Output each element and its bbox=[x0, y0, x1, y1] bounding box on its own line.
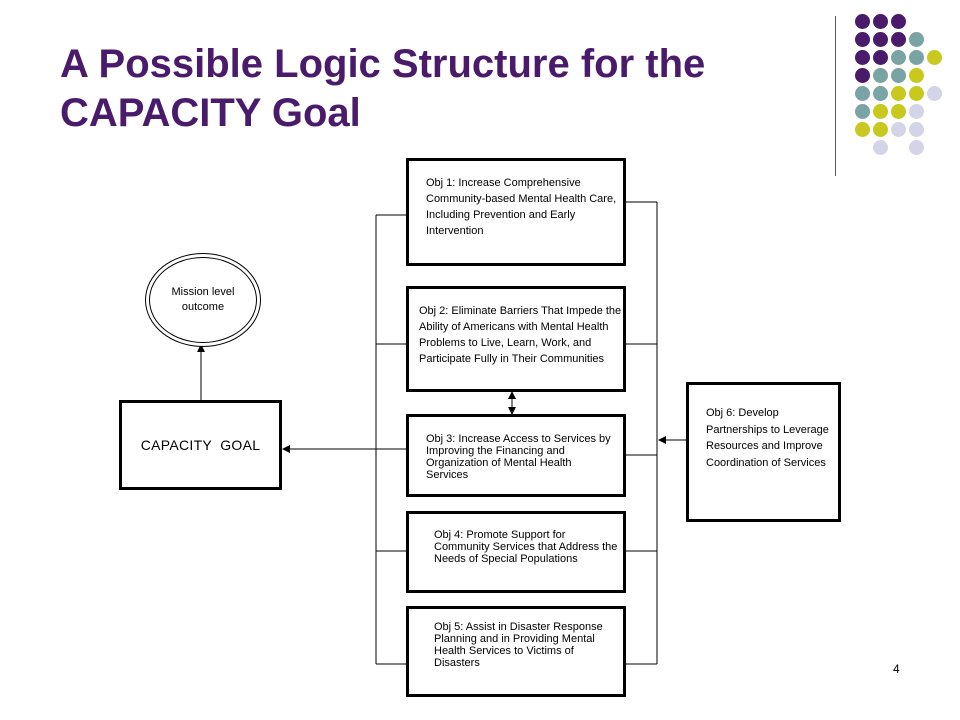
dot bbox=[909, 50, 924, 65]
dot bbox=[909, 32, 924, 47]
dot bbox=[891, 68, 906, 83]
dot bbox=[855, 68, 870, 83]
dot bbox=[855, 122, 870, 137]
capacity-goal-label: CAPACITY GOAL bbox=[140, 437, 261, 453]
capacity-goal-box: CAPACITY GOAL bbox=[119, 400, 282, 490]
mission-outcome-inner: Mission level outcome bbox=[149, 257, 257, 343]
page-number: 4 bbox=[893, 662, 900, 676]
dot bbox=[909, 86, 924, 101]
dot bbox=[855, 104, 870, 119]
objective-6-box: Obj 6: Develop Partnerships to Leverage … bbox=[686, 382, 841, 522]
objective-1-text: Obj 1: Increase Comprehensive Community-… bbox=[426, 177, 617, 237]
dot bbox=[873, 104, 888, 119]
objective-5-box: Obj 5: Assist in Disaster Response Plann… bbox=[406, 606, 626, 697]
dot bbox=[927, 50, 942, 65]
dot bbox=[855, 86, 870, 101]
title-line-1: A Possible Logic Structure for the bbox=[60, 42, 706, 86]
dot bbox=[873, 122, 888, 137]
dot bbox=[873, 86, 888, 101]
objective-2-box: Obj 2: Eliminate Barriers That Impede th… bbox=[406, 286, 626, 392]
slide-title: A Possible Logic Structure for the CAPAC… bbox=[60, 40, 820, 138]
objective-6-text: Obj 6: Develop Partnerships to Leverage … bbox=[706, 407, 829, 469]
objective-1-box: Obj 1: Increase Comprehensive Community-… bbox=[406, 158, 626, 266]
mission-outcome-node: Mission level outcome bbox=[145, 253, 261, 347]
dot bbox=[891, 86, 906, 101]
dot bbox=[927, 86, 942, 101]
objective-5-text: Obj 5: Assist in Disaster Response Plann… bbox=[434, 621, 603, 669]
dot bbox=[909, 122, 924, 137]
objective-2-text: Obj 2: Eliminate Barriers That Impede th… bbox=[419, 305, 622, 365]
dot bbox=[855, 32, 870, 47]
dot bbox=[873, 50, 888, 65]
dot bbox=[909, 104, 924, 119]
dot bbox=[891, 32, 906, 47]
dot bbox=[891, 14, 906, 29]
objective-4-text: Obj 4: Promote Support for Community Ser… bbox=[434, 529, 618, 565]
dot bbox=[891, 122, 906, 137]
dot bbox=[891, 104, 906, 119]
dot bbox=[873, 68, 888, 83]
divider-line bbox=[835, 16, 836, 176]
dot bbox=[855, 14, 870, 29]
dot bbox=[855, 50, 870, 65]
dot bbox=[909, 140, 924, 155]
mission-outcome-label: Mission level outcome bbox=[171, 286, 235, 313]
dot bbox=[909, 68, 924, 83]
title-line-2: CAPACITY Goal bbox=[60, 91, 361, 135]
dot bbox=[873, 32, 888, 47]
objective-3-text: Obj 3: Increase Access to Services by Im… bbox=[426, 433, 611, 481]
objective-4-box: Obj 4: Promote Support for Community Ser… bbox=[406, 511, 626, 593]
dot bbox=[873, 140, 888, 155]
dot bbox=[873, 14, 888, 29]
dot bbox=[891, 50, 906, 65]
objective-3-box: Obj 3: Increase Access to Services by Im… bbox=[406, 414, 626, 497]
